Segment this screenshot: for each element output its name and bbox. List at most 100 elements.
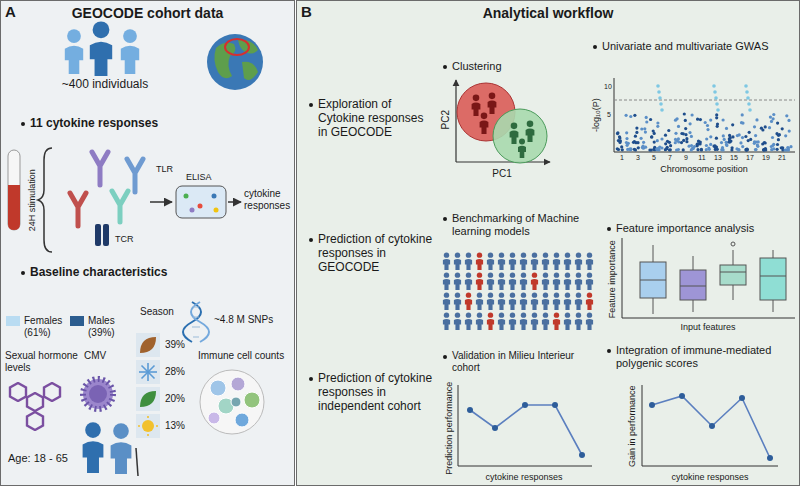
path-shape <box>70 193 86 226</box>
circle-shape <box>787 119 790 122</box>
bullet-dot <box>607 349 611 353</box>
bullet-text: Baseline characteristics <box>30 266 167 280</box>
use-shape <box>443 252 450 270</box>
circle-shape <box>725 144 728 147</box>
g-shape <box>616 84 793 151</box>
line-shape <box>150 201 172 203</box>
circle-shape <box>728 134 731 137</box>
use-shape <box>509 252 516 270</box>
circle-shape <box>680 132 683 135</box>
circle-shape <box>745 148 748 151</box>
use-shape <box>10 383 26 401</box>
g-shape <box>640 242 786 314</box>
circle-shape <box>642 141 645 144</box>
use-shape <box>465 252 472 270</box>
line-shape <box>680 286 706 287</box>
path-shape <box>127 159 143 192</box>
circle-shape <box>621 148 624 151</box>
circle-shape <box>784 148 787 151</box>
circle-shape <box>753 142 756 145</box>
circle-shape <box>522 402 528 408</box>
circle-shape <box>755 118 758 121</box>
legend-swatch <box>70 316 84 326</box>
use-shape <box>65 29 83 74</box>
circle-shape <box>708 148 711 151</box>
circle-shape <box>616 132 619 135</box>
use-shape <box>564 272 571 290</box>
circle-shape <box>690 144 693 147</box>
circle-shape <box>745 148 748 151</box>
circle-shape <box>761 128 764 131</box>
rect-shape <box>720 265 746 285</box>
circle-shape <box>685 140 688 143</box>
use-shape <box>454 312 461 330</box>
label-text: 5 <box>652 154 656 162</box>
use-shape <box>465 272 472 290</box>
use-shape <box>542 312 549 330</box>
circle-shape <box>777 138 780 141</box>
line-shape <box>614 152 795 153</box>
circle-shape <box>741 113 744 116</box>
circle-shape <box>552 402 558 408</box>
circle-shape <box>712 84 716 88</box>
circle-shape <box>682 139 685 142</box>
circle-shape <box>712 145 715 148</box>
circle-shape <box>658 96 662 100</box>
g-shape <box>614 78 795 152</box>
bullet-dot <box>607 227 611 231</box>
circle-shape <box>731 123 734 126</box>
use-shape <box>498 252 505 270</box>
label-text: cytokine responses <box>671 472 748 482</box>
circle-shape <box>635 131 638 134</box>
circle-shape <box>640 137 643 140</box>
circle-shape <box>679 393 685 399</box>
label-text: Sexual hormone levels <box>5 350 81 373</box>
circle-shape <box>775 132 778 135</box>
circle-shape <box>771 136 774 139</box>
circle-shape <box>653 141 656 144</box>
axis-title: Gain in performance <box>627 385 637 467</box>
circle-shape <box>770 120 773 123</box>
circle-shape <box>579 452 585 458</box>
circle-shape <box>616 147 619 150</box>
circle-shape <box>705 144 708 147</box>
circle-shape <box>200 370 264 434</box>
label-text: TCR <box>115 234 134 244</box>
line-shape <box>458 466 592 467</box>
axis-title: -log₁₀(P) <box>591 98 601 132</box>
circle-shape <box>685 137 688 140</box>
circle-shape <box>788 130 791 133</box>
use-shape <box>553 252 560 270</box>
circle-shape <box>749 138 752 141</box>
circle-shape <box>677 148 680 151</box>
circle-shape <box>235 413 249 427</box>
circle-shape <box>625 137 628 140</box>
circle-shape <box>787 148 790 151</box>
use-shape <box>44 383 60 401</box>
bullet-text: 11 cytokine responses <box>30 117 158 131</box>
use-shape <box>520 272 527 290</box>
label-text: ~400 individuals <box>62 78 148 92</box>
use-shape <box>509 272 516 290</box>
circle-shape <box>214 208 219 213</box>
use-shape <box>553 292 560 310</box>
g-shape <box>510 121 535 158</box>
circle-shape <box>629 115 632 118</box>
label-text: 19 <box>762 154 770 162</box>
use-shape <box>465 292 472 310</box>
g-shape <box>456 80 550 162</box>
circle-shape <box>492 425 498 431</box>
axis-title: Feature importance <box>607 240 617 318</box>
use-shape <box>564 312 571 330</box>
circle-shape <box>696 143 699 146</box>
circle-shape <box>669 148 672 151</box>
label-text: 13% <box>165 420 185 432</box>
label-text: 7 <box>668 154 672 162</box>
use-shape <box>111 423 132 474</box>
bullet-text: Univariate and multivariate GWAS <box>602 40 777 53</box>
circle-shape <box>764 148 767 151</box>
circle-shape <box>625 131 628 134</box>
use-shape <box>443 312 450 330</box>
line-shape <box>642 466 778 467</box>
g-shape <box>138 416 158 436</box>
